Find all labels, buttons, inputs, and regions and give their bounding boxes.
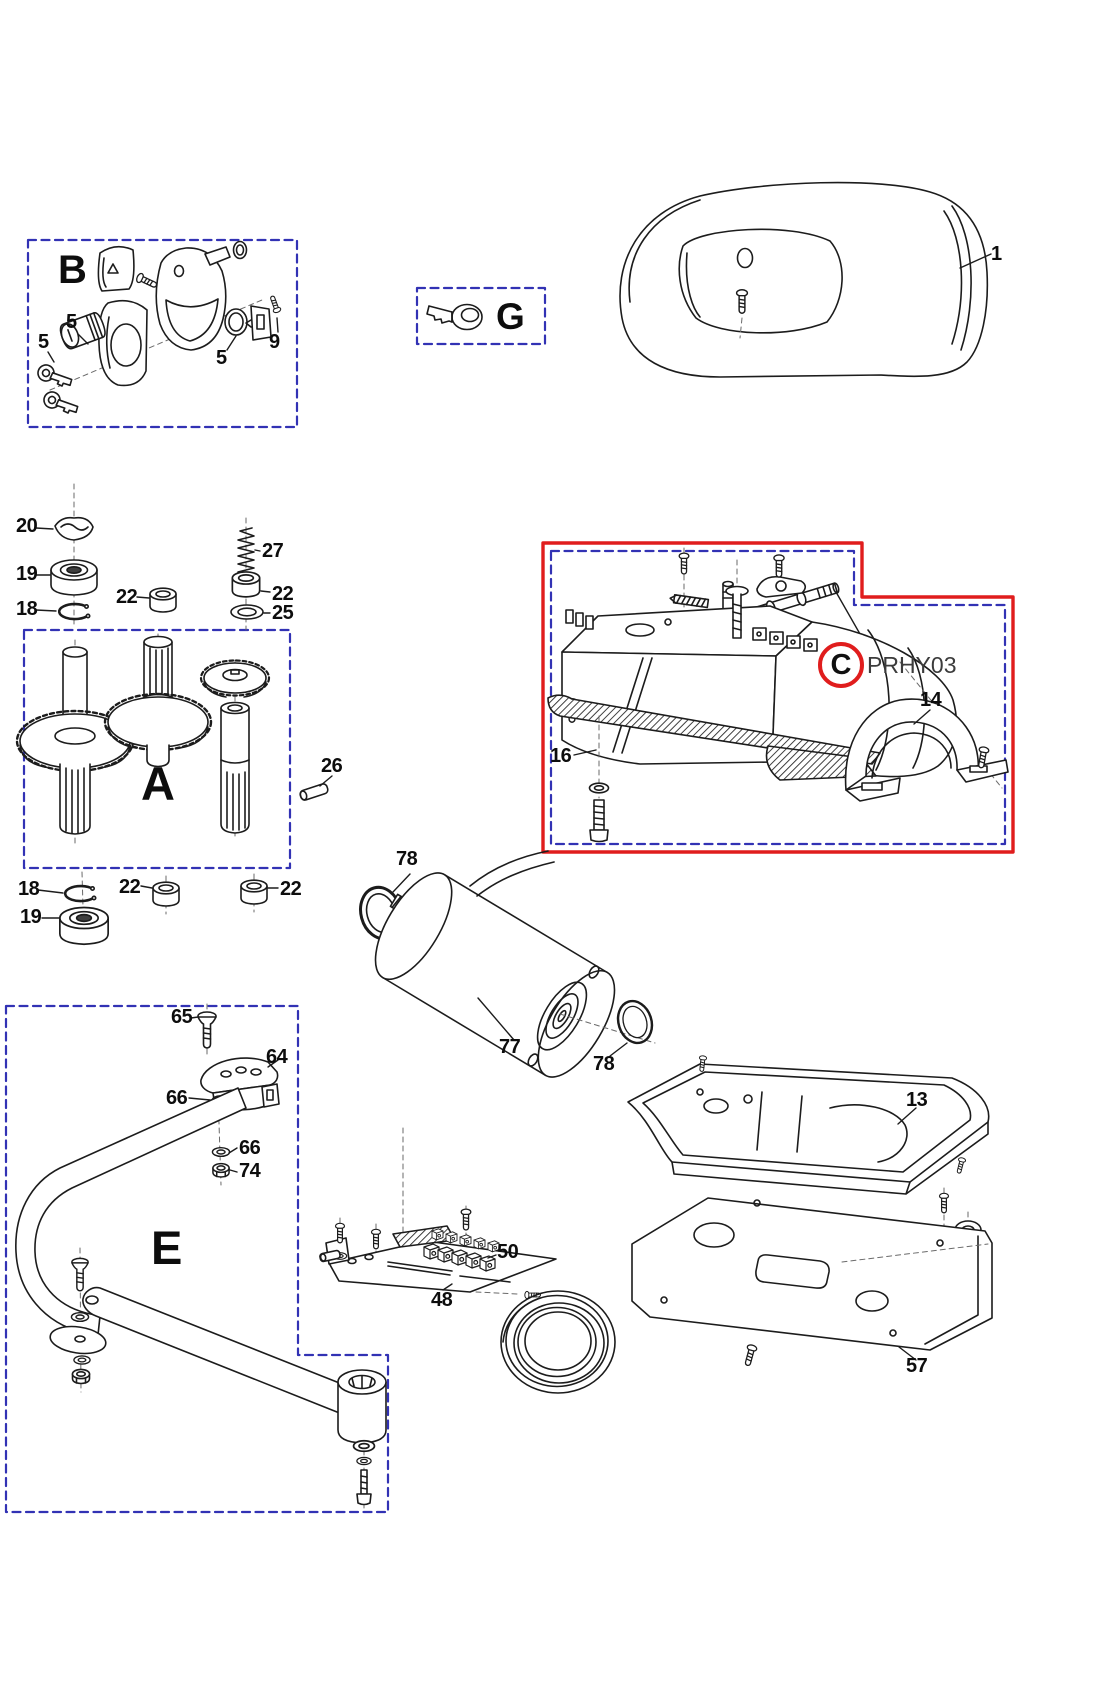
kit-g-region[interactable] xyxy=(415,286,547,346)
kit-e-region[interactable] xyxy=(4,1004,390,1514)
section-a-label: A xyxy=(141,757,175,810)
top-cover-drawing xyxy=(619,181,992,378)
cable-coil-drawing xyxy=(500,1290,616,1394)
kit-c-marker[interactable]: C PRHY03 xyxy=(818,642,956,688)
section-e-label: E xyxy=(151,1221,183,1274)
terminal-block-drawing xyxy=(319,1127,557,1300)
shaft-small-parts-bottom-drawing xyxy=(37,871,279,946)
base-plate-drawing xyxy=(631,1197,993,1368)
kit-b-region[interactable] xyxy=(26,238,299,429)
motor-drawing xyxy=(353,850,659,1078)
key-icon-drawing xyxy=(426,303,483,331)
pin-drawing xyxy=(299,775,333,801)
section-g-label: G xyxy=(496,296,525,337)
gearmotor-assembly-drawing xyxy=(547,547,1009,843)
kit-c-letter-badge: C xyxy=(818,642,864,688)
kit-a-region[interactable] xyxy=(22,628,292,870)
release-lock-assembly-drawing xyxy=(37,240,282,414)
kit-c-letter: C xyxy=(830,648,852,681)
kit-c-code: PRHY03 xyxy=(867,651,957,678)
shaft-small-parts-top-drawing xyxy=(35,483,271,631)
articulated-arm-drawing xyxy=(15,1003,387,1509)
section-b-label: B xyxy=(58,248,87,292)
gear-set-drawing xyxy=(15,633,271,847)
